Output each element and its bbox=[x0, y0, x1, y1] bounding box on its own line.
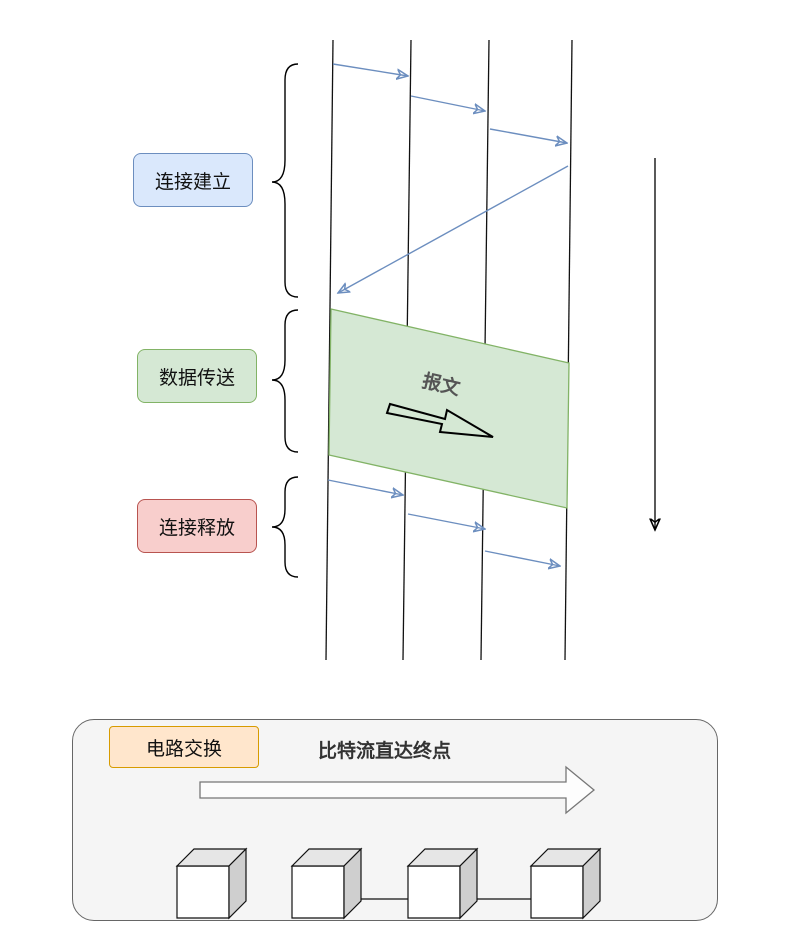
message-direction-arrow bbox=[385, 402, 494, 438]
setup-arrow-3 bbox=[489, 128, 567, 143]
setup-arrow-2 bbox=[410, 95, 485, 111]
label-circuit-switching: 电路交换 bbox=[109, 726, 259, 768]
release-arrow-1 bbox=[327, 479, 403, 495]
message-transfer-area bbox=[328, 308, 570, 509]
timeline-node-4 bbox=[564, 39, 573, 661]
label-connection-establish: 连接建立 bbox=[133, 153, 253, 207]
label-data-transfer: 数据传送 bbox=[137, 349, 257, 403]
timeline-node-1 bbox=[325, 39, 334, 661]
brace-transfer bbox=[271, 309, 299, 453]
phase-braces bbox=[271, 63, 299, 578]
brace-release bbox=[271, 476, 299, 578]
brace-establish bbox=[271, 63, 299, 298]
release-arrow-2 bbox=[407, 513, 485, 529]
setup-arrow-1 bbox=[332, 63, 408, 76]
label-bitflow: 比特流直达终点 bbox=[318, 740, 452, 762]
establish-signals bbox=[332, 63, 569, 293]
ack-arrow bbox=[338, 165, 569, 293]
release-arrow-3 bbox=[484, 550, 560, 566]
label-connection-release: 连接释放 bbox=[137, 499, 257, 553]
release-signals bbox=[327, 479, 560, 566]
